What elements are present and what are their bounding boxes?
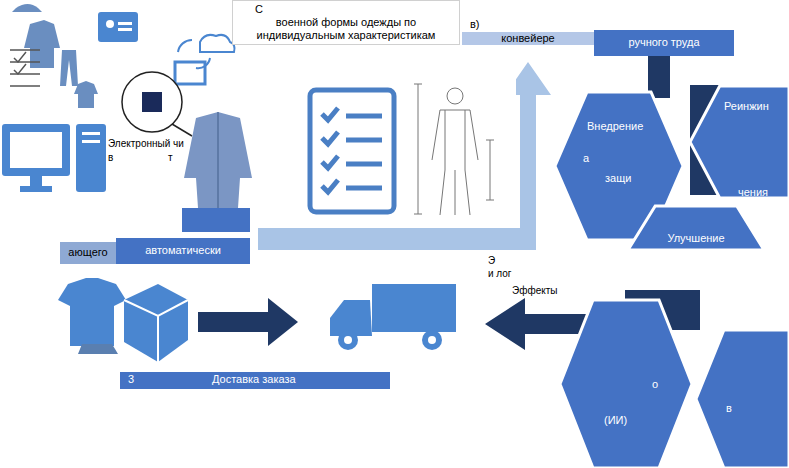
free-label: и лог (488, 268, 512, 280)
node-text: автоматически (120, 244, 246, 257)
hexagon-block: Улучшение (628, 206, 764, 250)
free-label: Э (488, 255, 495, 267)
node-text: Реинжин (724, 100, 769, 113)
process-box: 3 Доставка заказа (120, 372, 390, 389)
node-text: защи (605, 172, 631, 185)
node-text: 3 (128, 373, 134, 386)
hexagon-block: Реинжин чения (690, 86, 789, 198)
free-label: в (108, 152, 113, 164)
checklist-icon (310, 90, 394, 212)
hexagon-outline (560, 300, 692, 468)
truck-icon (330, 284, 456, 350)
node-text: (ИИ) (604, 414, 627, 427)
uniform-icons (10, 4, 235, 108)
process-box: Своенной формы одежды по индивидуальным … (232, 0, 460, 45)
node-text: Улучшение (632, 232, 760, 245)
node-text: военной формы одежды по индивидуальным х… (237, 16, 455, 42)
delivery-icons (58, 278, 625, 362)
node-text: С (255, 3, 263, 16)
node-text: конвейере (462, 32, 594, 45)
process-box: в)конвейере (462, 0, 594, 48)
free-label: Эффекты (512, 285, 557, 297)
box-fragment (182, 208, 250, 232)
node-text: чения (738, 186, 768, 199)
node-text: ручного труда (598, 36, 730, 49)
hexagon-block: в (696, 330, 789, 468)
node-text: ающего (64, 246, 112, 259)
computer-icon (2, 124, 106, 192)
process-box: ающего (60, 242, 116, 264)
flow-arrow (258, 62, 551, 250)
process-box: ручного труда (594, 30, 734, 56)
free-label: Электронный чи (108, 138, 184, 150)
hexagon-block: о (ИИ) (560, 300, 692, 468)
node-text: а (583, 152, 589, 165)
node-text: Доставка заказа (212, 373, 296, 386)
node-text: о (652, 378, 658, 391)
body-measurement-figure (408, 78, 516, 218)
hexagon-outline (696, 330, 789, 468)
free-label: т (168, 152, 173, 164)
process-box: автоматически (116, 238, 250, 264)
node-text: в) (470, 18, 480, 31)
node-text: Внедрение (587, 120, 643, 133)
node-text: в (726, 402, 732, 415)
